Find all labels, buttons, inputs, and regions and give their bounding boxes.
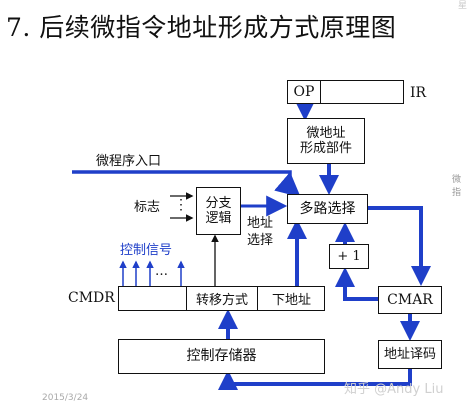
micro-entry-label: 微程序入口 (96, 154, 162, 169)
control-store: 控制存储器 (118, 339, 325, 374)
arrow-mux-to-cmar (368, 206, 431, 286)
ir-register: OP (287, 80, 404, 104)
address-select-line1: 地址 (247, 216, 274, 231)
watermark-zhihu: 知乎 @Andy Liu (344, 382, 444, 397)
micro-address-generator: 微地址 形成部件 (287, 118, 365, 164)
branch-logic-line1: 分支 (205, 196, 232, 211)
address-decoder: 地址译码 (378, 340, 442, 369)
cmar-register: CMAR (378, 286, 442, 314)
cmdr-transfer-field: 转移方式 (186, 286, 258, 311)
control-signal-label: 控制信号 (120, 243, 173, 258)
address-select-label: 地址 选择 (247, 215, 273, 249)
ir-label: IR (410, 85, 427, 101)
op-field: OP (288, 81, 321, 103)
cmdr-register (118, 286, 325, 311)
arrow-entry-to-mux (72, 170, 301, 198)
addr-gen-line1: 微地址 (306, 126, 346, 141)
diagram-title: 7. 后续微指令地址形成方式原理图 (6, 13, 397, 42)
control-signal-ellipsis: … (155, 264, 168, 279)
watermark-side-mid: 微指 (452, 175, 462, 198)
addr-gen-line2: 形成部件 (299, 141, 352, 156)
branch-logic-line2: 逻辑 (205, 211, 232, 226)
multiplexer: 多路选择 (287, 194, 368, 224)
arrow-decoder-to-store (218, 369, 412, 390)
flag-dots: ⋮ (174, 197, 188, 213)
address-select-line2: 选择 (247, 233, 274, 248)
increment-unit: + 1 (329, 244, 369, 269)
watermark-side-top: 星 (458, 1, 468, 11)
branch-logic: 分支 逻辑 (196, 187, 241, 235)
cmdr-next-address-field: 下地址 (271, 293, 311, 308)
watermark-date: 2015/3/24 (42, 393, 89, 403)
flag-label: 标志 (134, 200, 161, 215)
cmdr-label: CMDR (68, 290, 115, 306)
arrow-cmar-to-plus1 (335, 267, 378, 301)
